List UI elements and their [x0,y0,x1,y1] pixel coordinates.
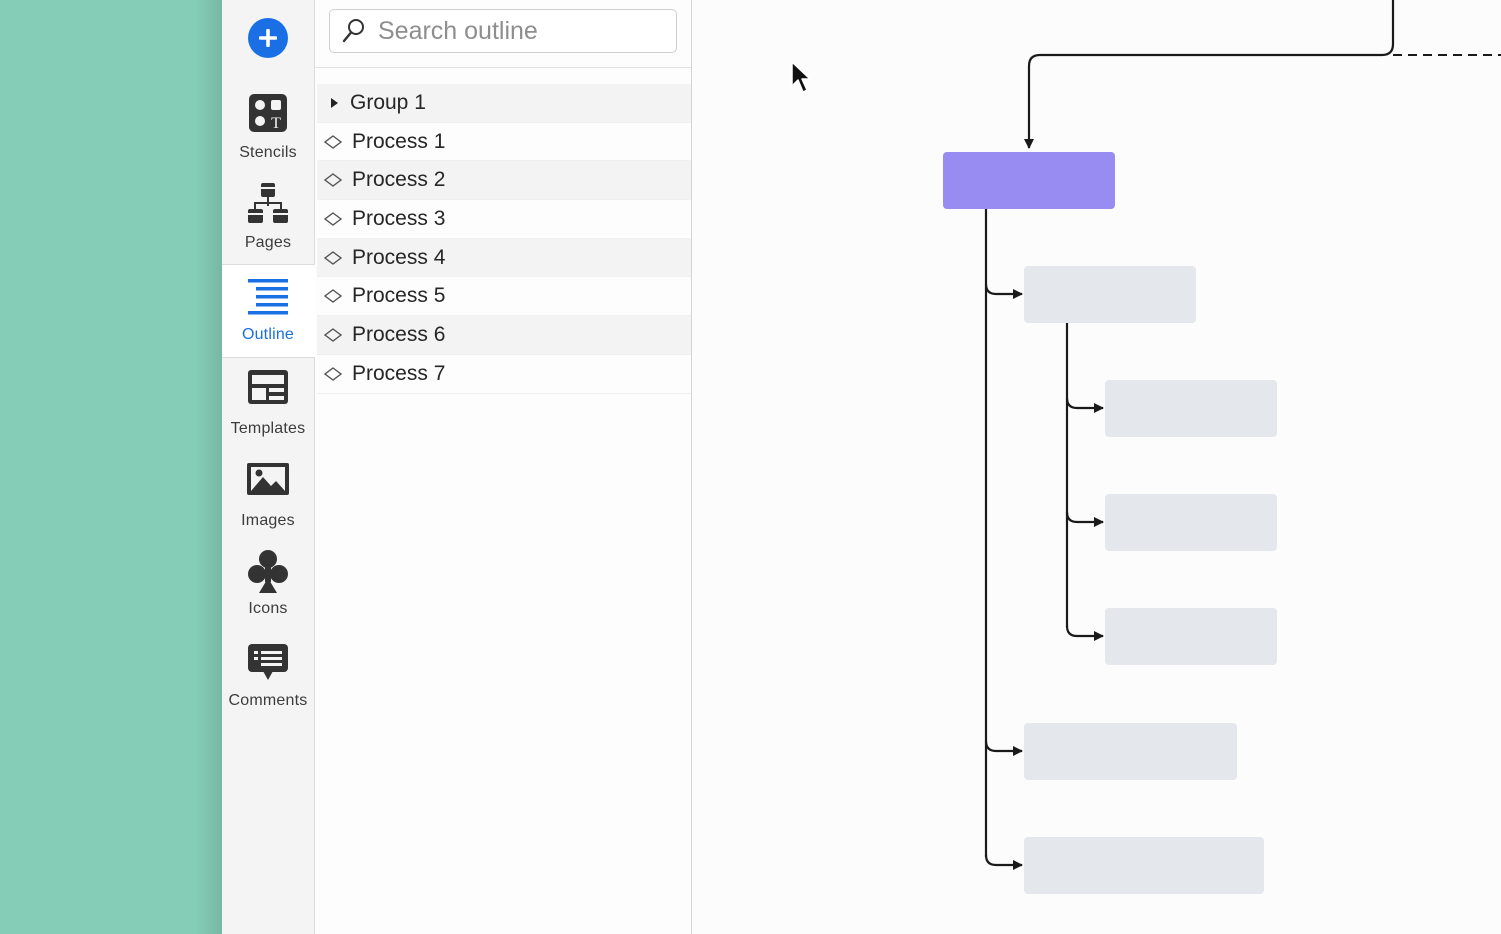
outline-row-group-1[interactable]: Group 1 [317,84,691,123]
desktop-background [0,0,222,934]
images-icon [247,463,289,495]
diagram [943,0,1501,894]
diamond-outline-icon [323,328,343,342]
svg-text:T: T [271,115,281,132]
templates-icon [248,370,288,404]
process-shape[interactable] [1024,837,1264,894]
outline-row-process-5[interactable]: Process 5 [317,277,691,317]
rail-item-comments[interactable]: Comments [222,640,314,732]
outline-row-process-1[interactable]: Process 1 [317,123,691,162]
outline-icon [248,279,288,315]
diamond-outline-icon [323,134,343,149]
outline-list: Group 1 Process 1 Process 2 Process 3 Pr… [317,84,691,394]
process-shape[interactable] [1024,723,1237,780]
rail-item-templates[interactable]: Templates [222,368,314,460]
diamond-outline-icon [323,289,343,304]
stencils-icon: T [249,94,287,132]
rail-label-outline: Outline [241,326,295,343]
outline-row-label: Process 4 [352,245,446,269]
left-tool-rail: T Stencils Pages Outline [222,0,315,934]
search-input[interactable] [376,15,670,47]
search-box[interactable] [329,9,677,53]
connector-to-child-6[interactable] [984,854,1023,870]
add-button[interactable] [248,18,288,58]
club-icon [248,550,288,593]
diamond-outline-icon [323,366,343,381]
outline-row-label: Process 3 [352,207,446,231]
search-icon [342,19,364,43]
process-shape-selected[interactable] [943,152,1115,209]
rail-label-pages: Pages [244,234,292,251]
diagram-canvas[interactable] [692,0,1501,934]
process-shape[interactable] [1105,380,1277,437]
outline-panel: Group 1 Process 1 Process 2 Process 3 Pr… [315,0,692,934]
diamond-outline-icon [323,250,343,265]
rail-label-comments: Comments [228,692,308,709]
outline-row-label: Process 7 [352,361,446,385]
connector-to-grandchild-3[interactable] [1065,625,1104,641]
outline-row-label: Process 2 [352,168,446,192]
plus-icon [259,29,277,47]
rail-label-templates: Templates [230,420,306,437]
outline-row-label: Group 1 [350,91,426,114]
process-shape[interactable] [1024,266,1196,323]
outline-row-label: Process 6 [352,323,446,347]
process-shape[interactable] [1105,494,1277,551]
triangle-right-icon[interactable] [323,94,343,112]
connector-to-grandchild-1[interactable] [1065,397,1104,413]
outline-row-label: Process 5 [352,284,446,308]
rail-label-images: Images [241,512,295,529]
connector-incoming[interactable] [1024,0,1395,149]
outline-row-process-3[interactable]: Process 3 [317,200,691,239]
connector-to-grandchild-2[interactable] [1065,511,1104,527]
comments-icon [248,644,288,680]
outline-row-process-7[interactable]: Process 7 [317,355,691,394]
rail-label-icons: Icons [248,600,288,617]
outline-row-process-6[interactable]: Process 6 [317,316,691,355]
outline-row-process-2[interactable]: Process 2 [317,161,691,201]
outline-row-process-4[interactable]: Process 4 [317,238,691,278]
rail-item-stencils[interactable]: T Stencils [222,92,314,184]
connector-to-child-1[interactable] [984,283,1023,299]
rail-label-stencils: Stencils [239,144,297,161]
panel-divider [315,67,691,68]
rail-item-pages[interactable]: Pages [222,182,314,274]
rail-item-icons[interactable]: Icons [222,548,314,640]
outline-row-label: Process 1 [352,129,446,153]
rail-item-outline[interactable]: Outline [222,264,315,358]
pointer-cursor-icon [791,61,811,93]
connector-to-child-5[interactable] [984,740,1023,756]
diamond-outline-icon [323,173,343,188]
process-shape[interactable] [1105,608,1277,665]
pages-icon [248,183,288,223]
diamond-outline-icon [323,212,343,226]
rail-item-images[interactable]: Images [222,460,314,552]
